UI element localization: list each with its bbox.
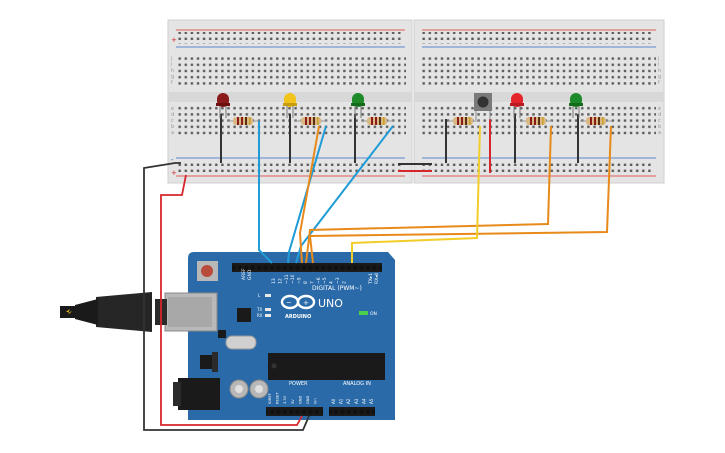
pin-label: A1	[339, 398, 344, 404]
svg-text:ON: ON	[370, 311, 377, 317]
led-green-2	[569, 93, 583, 118]
pin-label: IOREF	[268, 393, 272, 404]
pin-label: 13	[271, 278, 277, 284]
pin-label: A4	[361, 398, 366, 404]
wire-orange	[298, 125, 612, 264]
svg-text:e: e	[658, 106, 661, 112]
pin-label: A3	[354, 398, 359, 404]
rail-bridges	[398, 119, 491, 173]
pin-label: A2	[346, 398, 351, 404]
row-letters-bottom: e d c b a e d c b a	[171, 106, 661, 136]
svg-text:UNO: UNO	[318, 297, 343, 310]
pin-label: ~3	[335, 277, 341, 284]
pin-label: 2	[341, 281, 347, 284]
svg-text:j: j	[170, 56, 172, 62]
resistor-1	[228, 117, 260, 125]
pin-label: 12	[277, 278, 283, 284]
svg-text:b: b	[171, 124, 174, 130]
row-letters-top: j i h g f j i h g f	[170, 56, 661, 86]
resistor-5	[520, 117, 552, 125]
svg-text:GND: GND	[247, 269, 253, 280]
pushbutton	[474, 93, 492, 120]
led-red-1	[216, 93, 230, 118]
svg-text:c: c	[658, 118, 661, 124]
svg-text:DIGITAL (PWM~): DIGITAL (PWM~)	[312, 285, 362, 292]
pin-label: 3.3V	[283, 395, 287, 404]
svg-text:TX: TX	[256, 307, 262, 312]
svg-text:h: h	[171, 68, 174, 74]
pin-label: RESET	[276, 392, 280, 404]
svg-text:i: i	[171, 62, 172, 68]
pin-label: ~5	[322, 277, 328, 284]
pin-label: ~11	[284, 274, 290, 284]
pin-label: 8	[303, 281, 309, 284]
pin-label: A0	[331, 398, 336, 404]
svg-text:+: +	[303, 299, 309, 307]
svg-text:AREF: AREF	[241, 268, 247, 280]
svg-text:d: d	[658, 112, 661, 118]
ground-jumpers	[220, 114, 579, 165]
led-green-1	[351, 93, 365, 118]
svg-text:f: f	[658, 80, 660, 86]
svg-text:i: i	[658, 62, 659, 68]
dc-jack	[173, 378, 220, 410]
breadboard-right	[413, 19, 665, 184]
atmega-chip	[268, 353, 385, 380]
usb-connector	[60, 292, 218, 332]
pin-label: 4	[329, 281, 335, 284]
usb-icon	[66, 309, 72, 315]
svg-text:POWER: POWER	[289, 381, 308, 387]
svg-text:d: d	[171, 112, 174, 118]
led-yellow	[283, 93, 297, 118]
svg-text:e: e	[171, 106, 174, 112]
svg-text:g: g	[658, 74, 661, 80]
pin-label: 7	[309, 281, 315, 284]
svg-text:f: f	[171, 80, 173, 86]
svg-text:+: +	[171, 169, 177, 177]
svg-text:RX◂0: RX◂0	[374, 273, 380, 284]
wire-red	[160, 174, 303, 426]
pin-label: GND	[298, 396, 302, 404]
wire-black	[143, 162, 310, 431]
pin-label: ~9	[297, 277, 303, 284]
pin-label: ~6	[316, 277, 322, 284]
svg-text:-: -	[171, 156, 174, 164]
svg-text:TX▸1: TX▸1	[368, 273, 374, 285]
svg-text:a: a	[171, 130, 174, 136]
arduino-logo: − + ARDUINO	[280, 294, 316, 320]
resistor-2	[295, 117, 327, 125]
svg-text:ANALOG IN: ANALOG IN	[343, 381, 371, 387]
pin-label: A5	[369, 398, 374, 404]
svg-text:j: j	[657, 56, 659, 62]
svg-text:g: g	[171, 74, 174, 80]
svg-text:L: L	[258, 293, 261, 298]
svg-text:+: +	[171, 36, 177, 44]
wire-yellow	[351, 125, 481, 263]
svg-text:−: −	[286, 299, 292, 307]
pin-label: Vin	[314, 398, 318, 404]
svg-text:a: a	[658, 130, 661, 136]
svg-text:h: h	[658, 68, 661, 74]
resistor-4	[448, 117, 480, 125]
svg-text:ARDUINO: ARDUINO	[285, 314, 311, 320]
svg-text:RX: RX	[257, 313, 263, 318]
resistor-6	[580, 117, 612, 125]
pin-label: ~10	[290, 274, 296, 284]
svg-text:c: c	[171, 118, 174, 124]
pin-label: 5V	[291, 399, 295, 404]
svg-text:b: b	[658, 124, 661, 130]
rail-signs: + + -	[171, 36, 177, 177]
led-red-2	[510, 93, 524, 118]
pin-label: GND	[306, 396, 310, 404]
resistor-3	[362, 117, 394, 125]
